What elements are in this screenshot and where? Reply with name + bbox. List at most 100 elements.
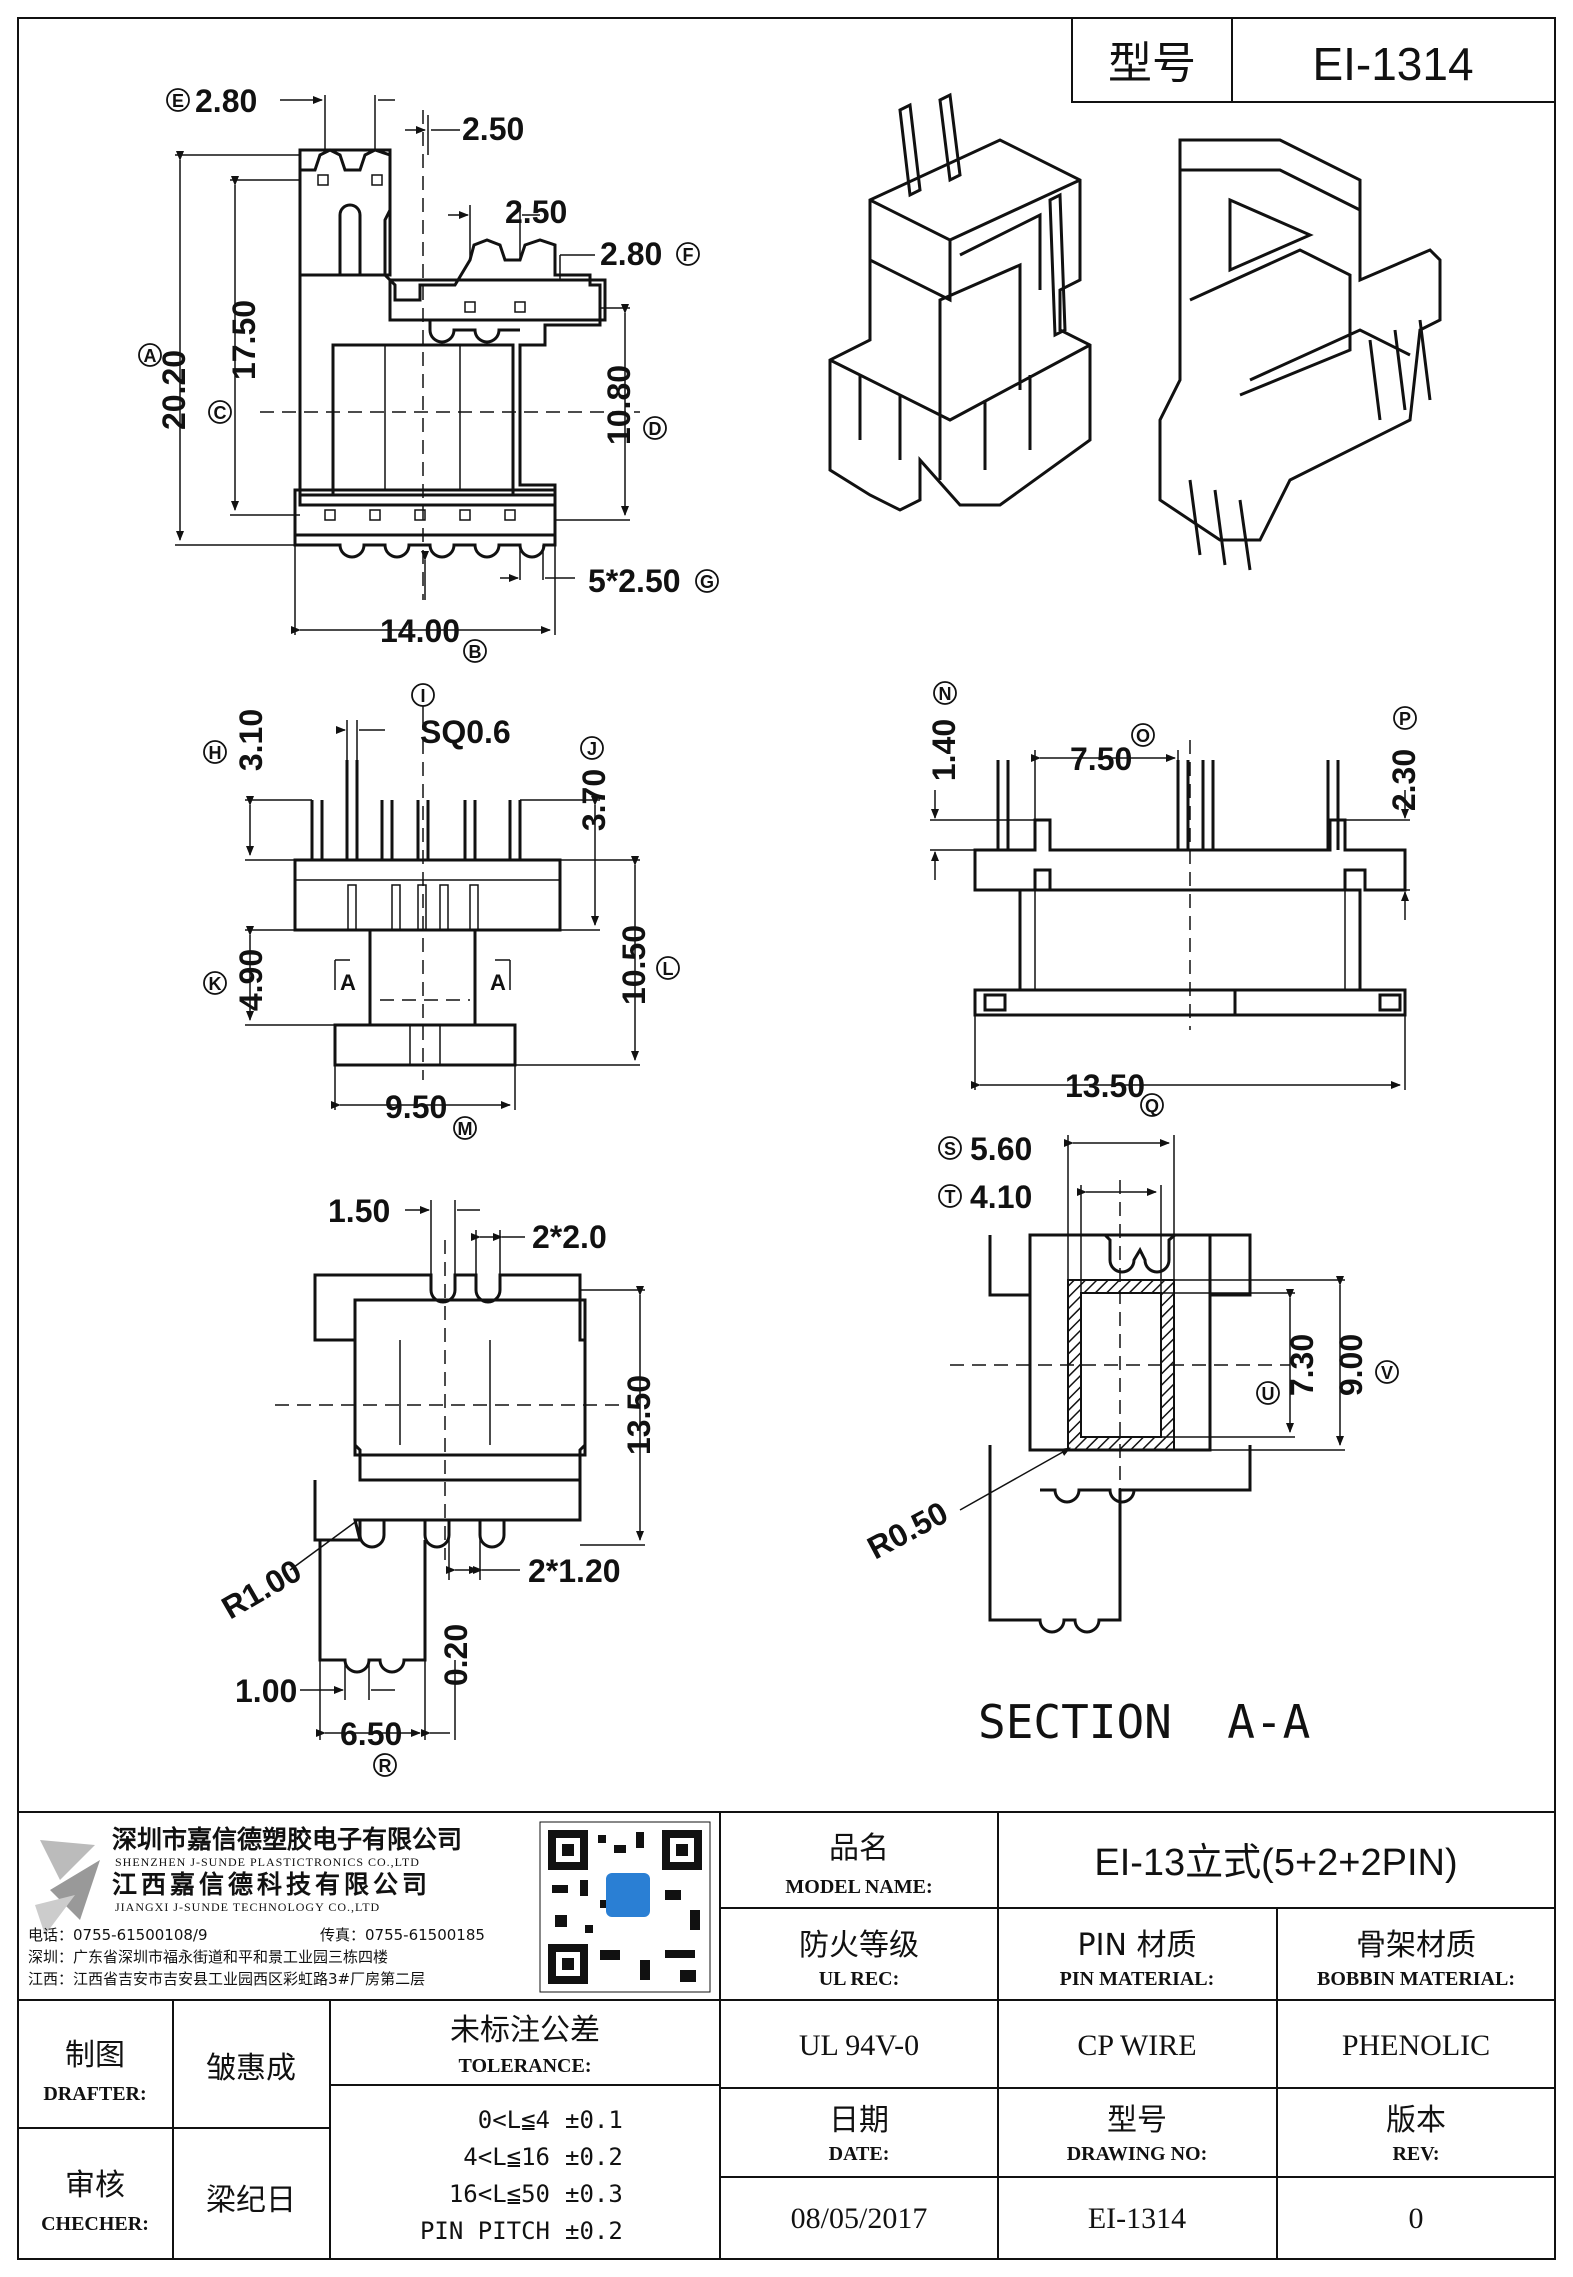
dim-F: 2.80 — [600, 236, 662, 272]
drafter-en: DRAFTER: — [43, 2083, 146, 2105]
company-phone: 电话：0755-61500108/9 — [28, 1926, 208, 1944]
model-name-cn: 品名 — [829, 1831, 889, 1866]
dim-I: SQ0.6 — [420, 714, 511, 750]
marker-E: E — [172, 91, 184, 111]
qr-code — [539, 1821, 711, 1993]
dim-R1-00: R1.00 — [216, 1552, 308, 1626]
header-type-label: 型号 — [1108, 38, 1196, 89]
dwg-value: EI-1314 — [1088, 2202, 1186, 2235]
marker-R: R — [379, 1756, 392, 1776]
marker-V: V — [1381, 1363, 1393, 1383]
dim-mid-2-50: 2.50 — [505, 194, 567, 230]
dim-O: 7.50 — [1070, 741, 1132, 777]
header-box: 型号 EI-1314 — [1071, 17, 1556, 103]
checker-en: CHECHER: — [41, 2213, 149, 2235]
rev-value: 0 — [1409, 2202, 1424, 2235]
ul-cn: 防火等级 — [799, 1928, 919, 1963]
marker-B: B — [469, 642, 482, 662]
dim-0-20: 0.20 — [438, 1624, 474, 1686]
marker-O: O — [1136, 726, 1150, 746]
bottom-view: 1.50 2*2.0 13.50 R1.00 2*1.20 0.20 1.00 … — [216, 1193, 657, 1777]
bobbin-en: BOBBIN MATERIAL: — [1317, 1968, 1515, 1990]
marker-U: U — [1262, 1384, 1275, 1404]
dim-J: 3.70 — [576, 769, 612, 831]
company-addr-jx: 江西：江西省吉安市吉安县工业园西区彩虹路3#厂房第二层 — [28, 1970, 425, 1988]
bobbin-value: PHENOLIC — [1342, 2029, 1490, 2062]
marker-D: D — [649, 419, 662, 439]
company-name-jx-en: JIANGXI J-SUNDE TECHNOLOGY CO.,LTD — [115, 1900, 380, 1914]
dim-1-00: 1.00 — [235, 1673, 297, 1709]
model-name-value: EI-13立式(5+2+2PIN) — [1094, 1842, 1457, 1884]
dim-P: 2.30 — [1386, 749, 1422, 811]
bobbin-cn: 骨架材质 — [1356, 1928, 1476, 1963]
dim-Q: 13.50 — [1065, 1068, 1145, 1104]
marker-Q: Q — [1145, 1096, 1159, 1116]
side-view: I SQ0.6 3.10 H 3.70 J 4.90 K 10.50 L 9.5… — [203, 683, 680, 1140]
tol-val-1: ±0.2 — [565, 2143, 623, 2171]
company-name-sz-en: SHENZHEN J-SUNDE PLASTICTRONICS CO.,LTD — [115, 1855, 420, 1869]
dim-K: 4.90 — [233, 949, 269, 1011]
isometric-views — [828, 92, 1442, 571]
dim-R: 6.50 — [340, 1716, 402, 1752]
tol-range-2: 16<L≦50 — [449, 2180, 550, 2208]
dim-13-50: 13.50 — [621, 1375, 657, 1455]
dim-1-50: 1.50 — [328, 1193, 390, 1229]
tolerance-cn: 未标注公差 — [450, 2013, 600, 2048]
marker-J: J — [587, 739, 597, 759]
checker-value: 梁纪日 — [206, 2183, 296, 2218]
dim-U: 7.30 — [1284, 1334, 1320, 1396]
tol-range-0: 0<L≦4 — [478, 2106, 550, 2134]
company-addr-sz: 深圳：广东省深圳市福永街道和平和景工业园三栋四楼 — [28, 1948, 388, 1966]
marker-T: T — [945, 1187, 956, 1207]
dim-H: 3.10 — [233, 709, 269, 771]
company-name-jx: 江西嘉信德科技有限公司 — [112, 1870, 431, 1899]
marker-S: S — [944, 1139, 956, 1159]
checker-cn: 审核 — [65, 2168, 125, 2203]
tol-range-1: 4<L≦16 — [463, 2143, 550, 2171]
front-view: N 1.40 7.50 O P 2.30 13.50 Q — [926, 681, 1422, 1117]
marker-A: A — [144, 346, 157, 366]
header-model: EI-1314 — [1312, 38, 1473, 90]
tol-range-3: PIN PITCH — [420, 2217, 550, 2245]
dim-R0-50: R0.50 — [861, 1494, 953, 1566]
marker-H: H — [209, 743, 222, 763]
dim-V: 9.00 — [1333, 1334, 1369, 1396]
rev-en: REV: — [1392, 2143, 1439, 2165]
dim-E: 2.80 — [195, 83, 257, 119]
ul-value: UL 94V-0 — [799, 2029, 919, 2062]
tol-val-2: ±0.3 — [565, 2180, 623, 2208]
model-name-en: MODEL NAME: — [785, 1876, 932, 1898]
company-fax: 传真：0755-61500185 — [320, 1926, 485, 1944]
pin-cn: PIN 材质 — [1078, 1928, 1197, 1963]
marker-L: L — [663, 959, 674, 979]
dim-A: 20.20 — [156, 350, 192, 430]
section-arrow-left: A — [340, 970, 356, 995]
dwg-en: DRAWING NO: — [1067, 2143, 1208, 2165]
company-name-sz: 深圳市嘉信德塑胶电子有限公司 — [112, 1825, 462, 1854]
dim-2x2-0: 2*2.0 — [532, 1219, 607, 1255]
dim-G: 5*2.50 — [588, 563, 681, 599]
tolerance-en: TOLERANCE: — [459, 2055, 592, 2077]
tol-val-0: ±0.1 — [565, 2106, 623, 2134]
top-view: E 2.80 2.50 2.50 2.80 F 20.20 A 17.50 C … — [138, 83, 719, 663]
dim-N: 1.40 — [926, 719, 962, 781]
drafter-cn: 制图 — [65, 2038, 125, 2073]
dwg-cn: 型号 — [1107, 2103, 1167, 2138]
section-arrow-right: A — [490, 970, 506, 995]
marker-N: N — [939, 684, 952, 704]
title-block: 深圳市嘉信德塑胶电子有限公司 SHENZHEN J-SUNDE PLASTICT… — [18, 1811, 1555, 2259]
dim-S: 5.60 — [970, 1131, 1032, 1167]
drafter-value: 皱惠成 — [206, 2051, 296, 2086]
marker-I: I — [420, 686, 425, 706]
pin-value: CP WIRE — [1077, 2029, 1196, 2062]
sheet-border — [17, 17, 1556, 2260]
marker-G: G — [700, 572, 714, 592]
marker-C: C — [214, 403, 227, 423]
marker-M: M — [458, 1119, 473, 1139]
dim-D: 10.80 — [601, 365, 637, 445]
dim-T: 4.10 — [970, 1179, 1032, 1215]
dim-C: 17.50 — [226, 300, 262, 380]
section-title: SECTION A-A — [978, 1695, 1310, 1749]
rev-cn: 版本 — [1386, 2103, 1446, 2138]
